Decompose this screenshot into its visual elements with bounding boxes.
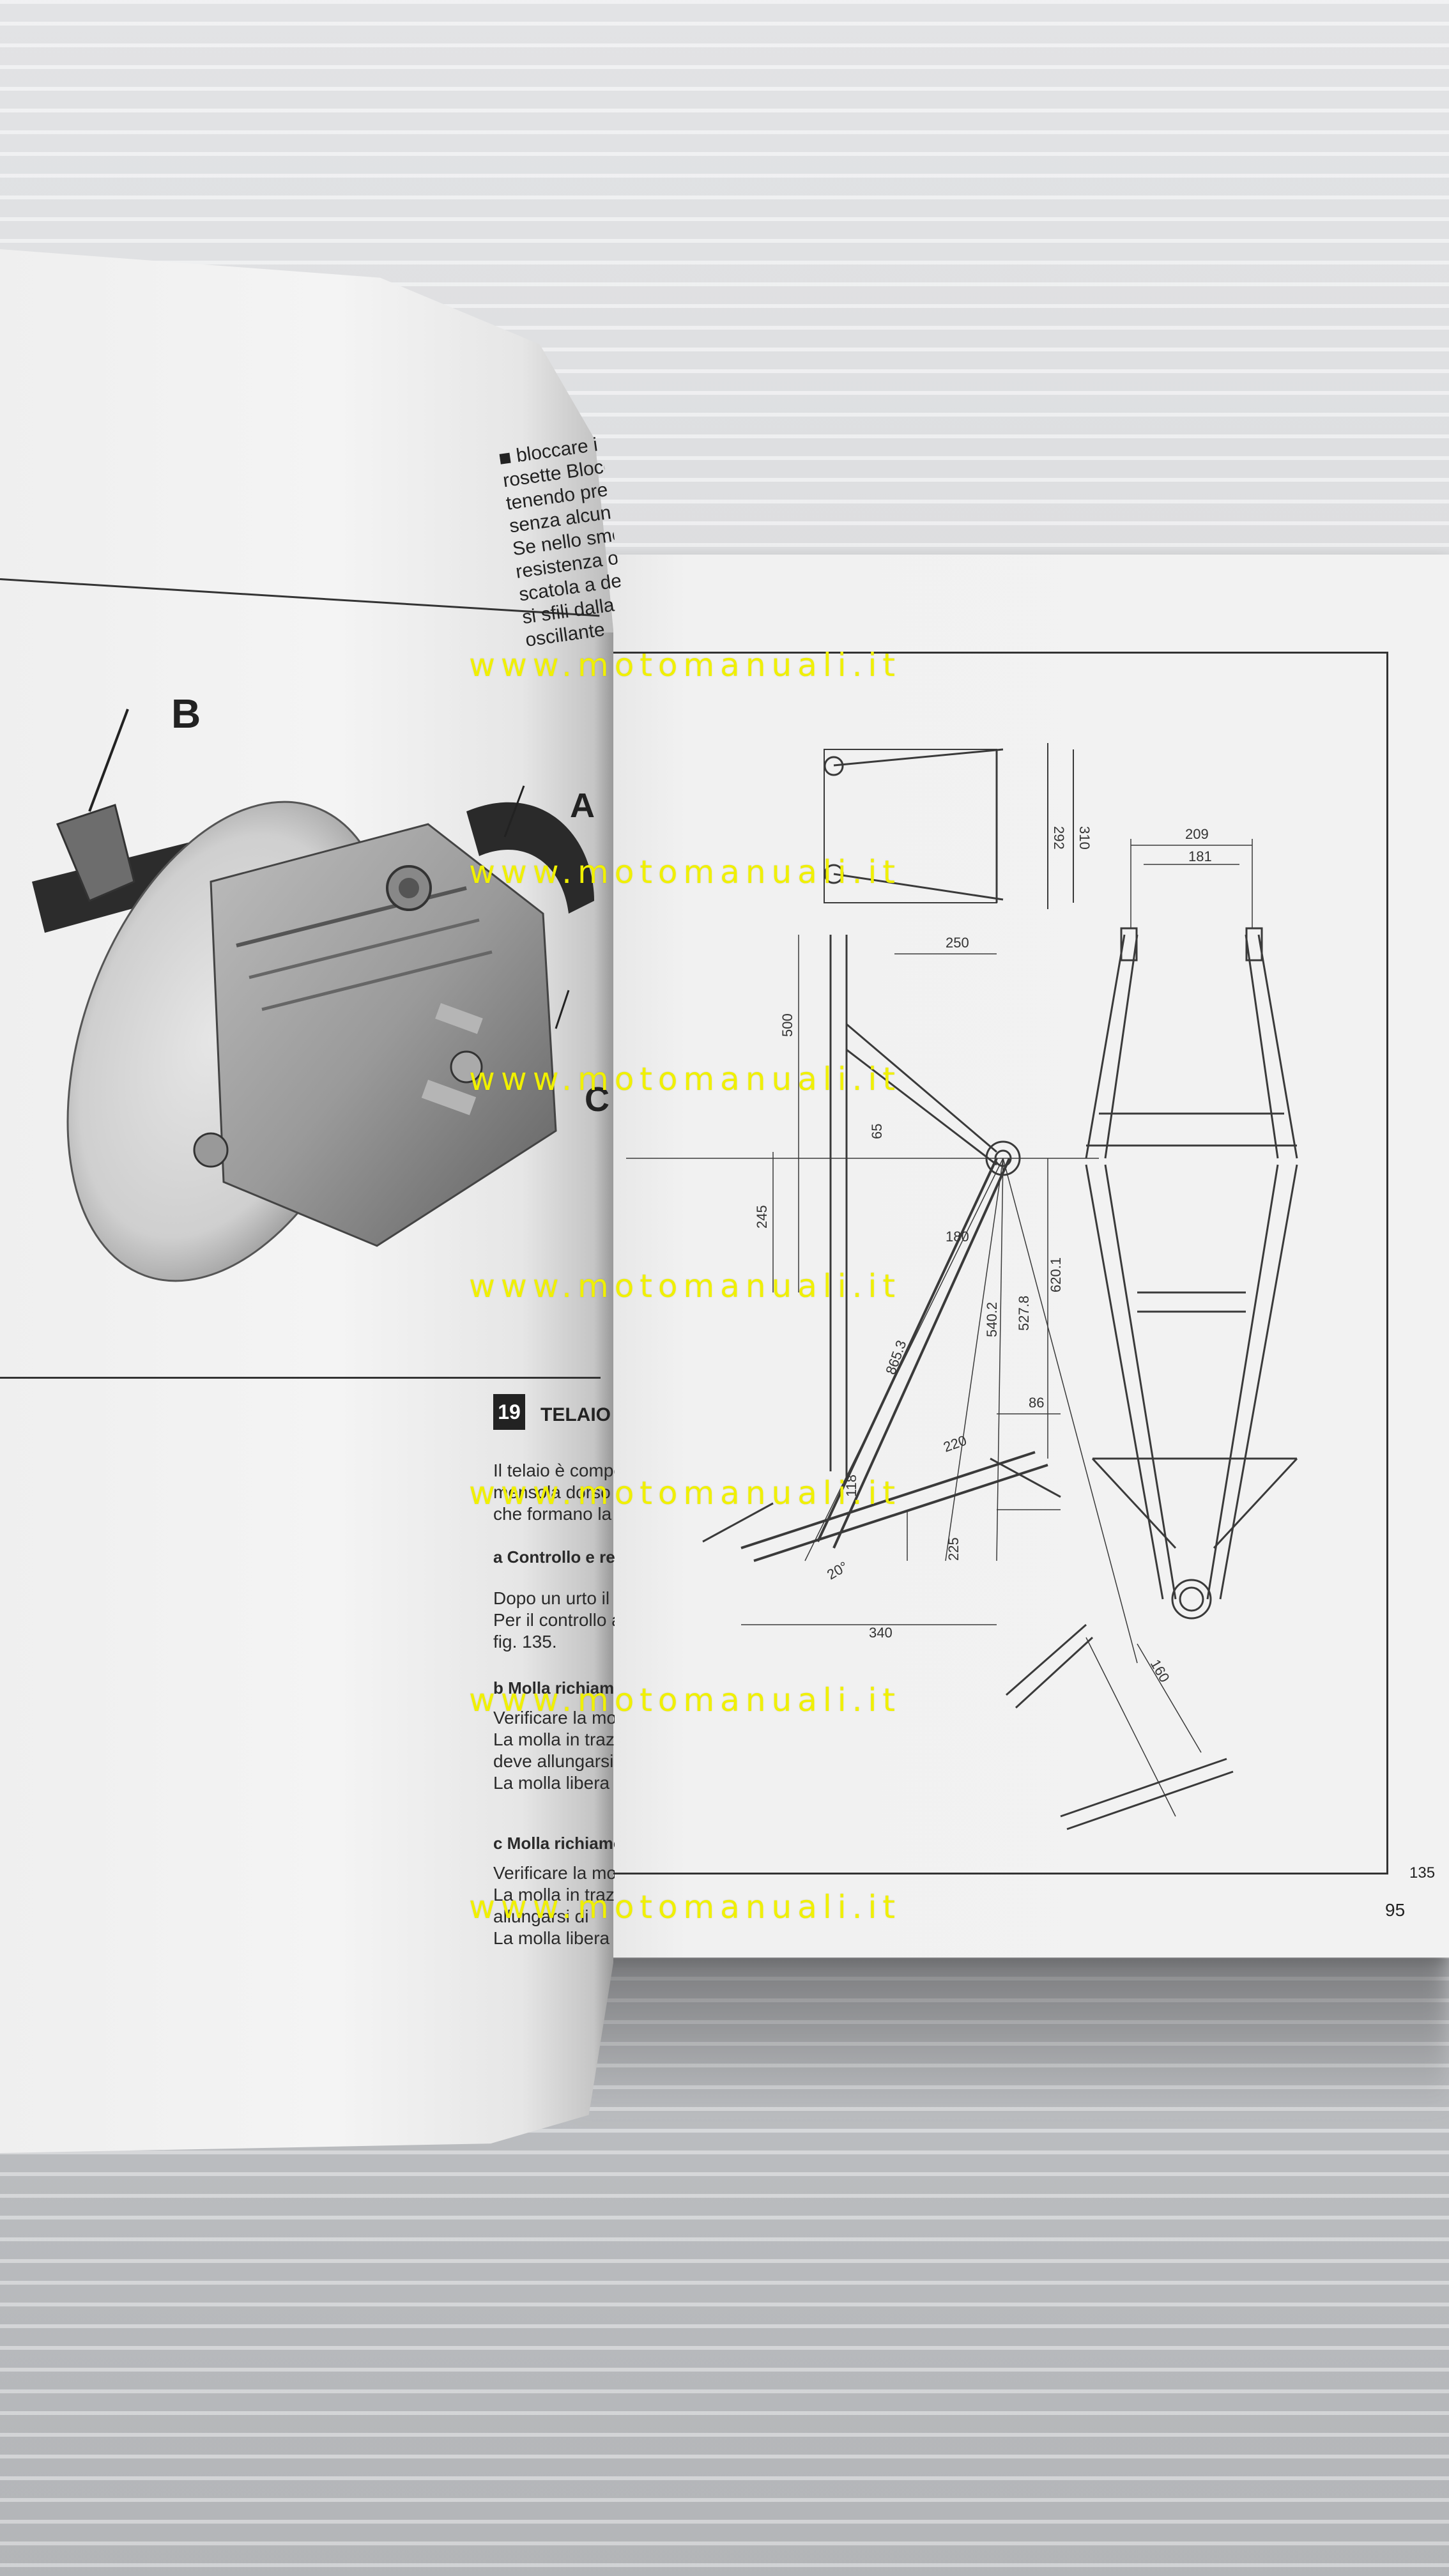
svg-text:86: 86 [1029, 1395, 1044, 1411]
page-gutter-shadow [594, 632, 613, 2153]
svg-text:160: 160 [1147, 1657, 1173, 1685]
svg-text:500: 500 [779, 1013, 795, 1037]
photo-label-a: A [570, 786, 595, 825]
svg-text:527.8: 527.8 [1016, 1296, 1032, 1331]
bullet-icon [499, 452, 511, 464]
figure-number: 135 [1409, 1864, 1436, 1882]
subsection-c-title: c Molla richiamo leggero [493, 1834, 615, 1853]
watermark-5: www.motomanuali.it [469, 1475, 901, 1512]
watermark-7: www.motomanuali.it [469, 1889, 901, 1926]
subsection-a-title: a Controllo e revisione [493, 1547, 615, 1567]
watermark-1: www.motomanuali.it [469, 647, 901, 684]
subsection-b-line-3: deve allungarsi di mi [493, 1751, 615, 1771]
svg-text:340: 340 [869, 1625, 893, 1641]
watermark-2: www.motomanuali.it [469, 854, 901, 891]
svg-text:220: 220 [941, 1432, 969, 1455]
section-title: TELAIO [540, 1404, 611, 1425]
svg-text:225: 225 [946, 1537, 962, 1561]
intro-line-2: mensola dorso e da [493, 1482, 615, 1502]
svg-text:209: 209 [1185, 826, 1209, 842]
svg-text:620.1: 620.1 [1048, 1257, 1064, 1292]
svg-text:292: 292 [1051, 826, 1067, 850]
watermark-3: www.motomanuali.it [469, 1061, 901, 1098]
technical-drawing-frame: 292 310 250 500 245 540.2 527.8 865.3 62… [613, 652, 1388, 1874]
page-number: 95 [1385, 1900, 1406, 1920]
photo-label-c: C [585, 1080, 610, 1119]
svg-text:20°: 20° [824, 1558, 850, 1583]
frame-technical-drawing: 292 310 250 500 245 540.2 527.8 865.3 62… [626, 743, 1298, 1830]
svg-text:245: 245 [754, 1205, 770, 1229]
subsection-c-line-2: La molla in trazione [493, 1885, 615, 1905]
subsection-c-line-1: Verificare la molla [493, 1863, 615, 1883]
subsection-a-line-1: Dopo un urto il telaio d [493, 1588, 615, 1608]
subsection-a-line-3: fig. 135. [493, 1632, 557, 1652]
brake-hub-photo: B A C [19, 671, 610, 1310]
svg-text:540.2: 540.2 [984, 1302, 1000, 1337]
svg-text:118: 118 [843, 1475, 859, 1497]
subsection-c-line-4: La molla libera ha [493, 1928, 615, 1948]
svg-text:65: 65 [869, 1124, 885, 1139]
svg-text:310: 310 [1077, 826, 1092, 850]
right-page: 292 310 250 500 245 540.2 527.8 865.3 62… [601, 555, 1449, 1958]
svg-text:181: 181 [1188, 848, 1212, 864]
photo-label-b: B [171, 691, 201, 737]
subsection-b-line-1: Verificare la molla [493, 1708, 615, 1728]
watermark-4: www.motomanuali.it [469, 1268, 901, 1305]
svg-text:180: 180 [946, 1229, 969, 1245]
subsection-b-line-2: La molla in trazione [493, 1729, 615, 1749]
subsection-b-line-4: La molla libera ha [493, 1773, 615, 1793]
book-shadow [575, 1949, 1449, 2115]
left-page-rule-bottom [0, 1377, 601, 1379]
subsection-c-line-3: allungarsi di [493, 1906, 589, 1926]
section-number-badge: 19 [493, 1394, 525, 1430]
subsection-b-title: b Molla richiamo caval [493, 1678, 615, 1698]
intro-line-3: che formano la cull [493, 1504, 615, 1524]
watermark-6: www.motomanuali.it [469, 1682, 901, 1719]
svg-text:250: 250 [946, 935, 969, 951]
intro-line-1: Il telaio è composto d [493, 1460, 615, 1480]
